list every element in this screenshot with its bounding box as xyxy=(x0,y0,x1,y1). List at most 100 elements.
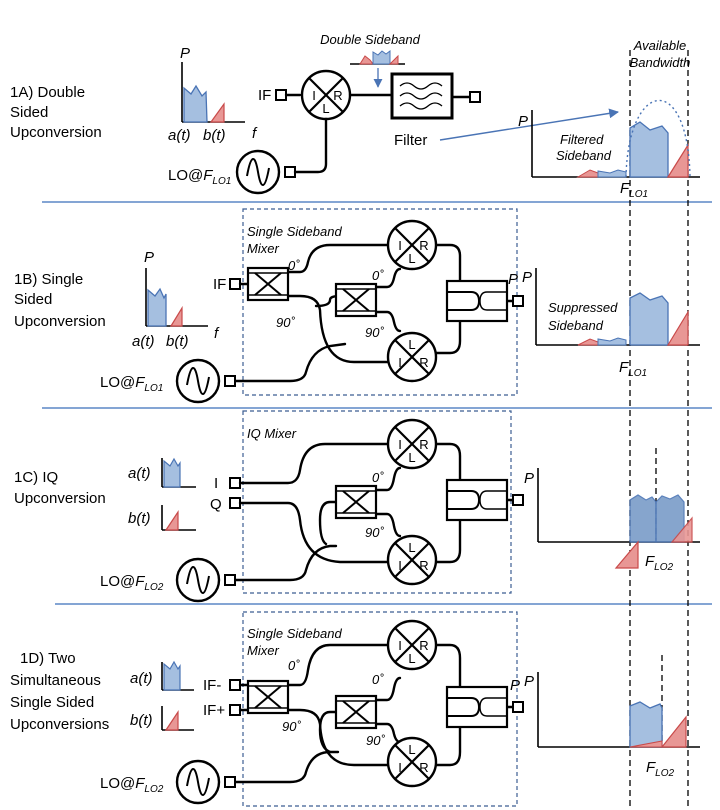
row-1d: 1D) Two Simultaneous Single Sided Upconv… xyxy=(10,611,700,807)
if-plus-port-1d[interactable] xyxy=(229,704,241,716)
svg-text:1B) Single: 1B) Single xyxy=(14,271,83,288)
svg-text:Filtered: Filtered xyxy=(560,132,604,147)
svg-text:R: R xyxy=(419,638,428,653)
p-axis-label: P xyxy=(180,45,190,62)
mixer-top-1d: I R L xyxy=(386,619,438,671)
mixer-bottom-1d: L I R xyxy=(386,736,438,788)
row-title-1a-line2: Sided xyxy=(10,104,48,121)
svg-text:0˚: 0˚ xyxy=(288,658,300,673)
svg-text:90˚: 90˚ xyxy=(366,733,385,748)
svg-text:0˚: 0˚ xyxy=(288,258,300,273)
svg-text:a(t): a(t) xyxy=(132,333,155,350)
output-port-1b[interactable] xyxy=(512,295,524,307)
svg-text:Single Sideband: Single Sideband xyxy=(247,224,342,239)
output-port-1a[interactable] xyxy=(469,91,481,103)
svg-text:I: I xyxy=(398,437,402,452)
svg-text:b(t): b(t) xyxy=(130,712,153,729)
svg-text:P: P xyxy=(524,470,534,487)
f-axis-label: f xyxy=(252,125,258,142)
hybrid-coupler-lo-1d xyxy=(334,694,378,730)
mixer-1a: I R L xyxy=(300,69,352,121)
svg-text:L: L xyxy=(408,742,415,757)
mixer-top-1c: I R L xyxy=(386,418,438,470)
svg-text:Mixer: Mixer xyxy=(247,241,279,256)
lo-port-1d[interactable] xyxy=(224,776,236,788)
svg-text:FLO1: FLO1 xyxy=(619,359,647,379)
lo-label-1a: LO@FLO1 xyxy=(168,167,231,187)
svg-text:90˚: 90˚ xyxy=(365,325,384,340)
svg-text:Sideband: Sideband xyxy=(556,148,612,163)
if-minus-port-1d[interactable] xyxy=(229,679,241,691)
svg-text:I: I xyxy=(398,238,402,253)
mixer-output-spectrum-1a xyxy=(350,50,405,88)
svg-text:IF-: IF- xyxy=(203,677,221,694)
svg-text:R: R xyxy=(419,760,428,775)
filter-1a xyxy=(390,72,454,120)
if-label-1a: IF xyxy=(258,87,271,104)
svg-text:Simultaneous: Simultaneous xyxy=(10,672,101,689)
svg-text:P: P xyxy=(524,673,534,690)
q-port-1c[interactable] xyxy=(229,497,241,509)
svg-text:b(t): b(t) xyxy=(166,333,189,350)
svg-text:L: L xyxy=(408,337,415,352)
output-spectrum-1b: P Suppressed Sideband FLO1 xyxy=(522,268,700,379)
svg-text:R: R xyxy=(333,88,342,103)
row-1b: 1B) Single Sided Upconversion P f a(t) b… xyxy=(14,208,700,404)
combiner-1d xyxy=(445,685,509,729)
svg-text:R: R xyxy=(419,238,428,253)
i-port-1c[interactable] xyxy=(229,477,241,489)
svg-text:P: P xyxy=(510,677,520,694)
svg-text:1D) Two: 1D) Two xyxy=(20,650,76,667)
svg-text:Sided: Sided xyxy=(14,291,52,308)
hybrid-coupler-lo-1b xyxy=(334,282,378,318)
filter-label: Filter xyxy=(394,132,427,149)
lo-port-1b[interactable] xyxy=(224,375,236,387)
input-spectrum-1a: P f a(t) b(t) xyxy=(168,45,258,144)
lo-port-1a[interactable] xyxy=(284,166,296,178)
signal-a-label: a(t) xyxy=(168,127,191,144)
svg-text:L: L xyxy=(408,651,415,666)
svg-text:IQ Mixer: IQ Mixer xyxy=(247,426,297,441)
lo-label-1d: LO@FLO2 xyxy=(100,775,164,795)
row-title-1a-line1: 1A) Double xyxy=(10,84,85,101)
row-1c: 1C) IQ Upconversion a(t) b(t) IQ Mixer I… xyxy=(14,410,700,603)
if-port-1b[interactable] xyxy=(229,278,241,290)
svg-text:90˚: 90˚ xyxy=(276,315,295,330)
svg-text:Upconversion: Upconversion xyxy=(14,313,106,330)
output-port-1d[interactable] xyxy=(512,701,524,713)
svg-text:Single Sided: Single Sided xyxy=(10,694,94,711)
svg-text:Suppressed: Suppressed xyxy=(548,300,618,315)
svg-text:Upconversion: Upconversion xyxy=(14,490,106,507)
hybrid-coupler-input-1d xyxy=(246,679,290,715)
row-1a: 1A) Double Sided Upconversion P f a(t) b… xyxy=(10,45,700,200)
svg-text:I: I xyxy=(398,760,402,775)
available-label: Available xyxy=(633,38,687,53)
svg-text:I: I xyxy=(398,355,402,370)
if-port-1a[interactable] xyxy=(275,89,287,101)
svg-text:FLO2: FLO2 xyxy=(645,553,674,573)
svg-text:R: R xyxy=(419,558,428,573)
svg-text:Q: Q xyxy=(210,496,222,513)
svg-text:Upconversions: Upconversions xyxy=(10,716,109,733)
input-spectra-1d: a(t) b(t) xyxy=(130,660,194,731)
svg-text:Single Sideband: Single Sideband xyxy=(247,626,342,641)
double-sideband-label: Double Sideband xyxy=(320,32,421,47)
svg-text:FLO2: FLO2 xyxy=(646,759,675,779)
svg-text:IF: IF xyxy=(213,276,226,293)
lo-source-1d xyxy=(175,759,221,805)
lo-label-1c: LO@FLO2 xyxy=(100,573,164,593)
output-port-1c[interactable] xyxy=(512,494,524,506)
svg-text:a(t): a(t) xyxy=(128,465,151,482)
lo-port-1c[interactable] xyxy=(224,574,236,586)
svg-text:I: I xyxy=(214,475,218,492)
lo-source-1c xyxy=(175,557,221,603)
svg-text:IF+: IF+ xyxy=(203,702,225,719)
svg-text:L: L xyxy=(408,540,415,555)
signal-b-label: b(t) xyxy=(203,127,226,144)
bandwidth-label: Bandwidth xyxy=(630,55,691,70)
combiner-1c xyxy=(445,478,509,522)
input-spectrum-1b: P f a(t) b(t) xyxy=(132,249,220,350)
combiner-1b xyxy=(445,279,509,323)
svg-text:90˚: 90˚ xyxy=(282,719,301,734)
